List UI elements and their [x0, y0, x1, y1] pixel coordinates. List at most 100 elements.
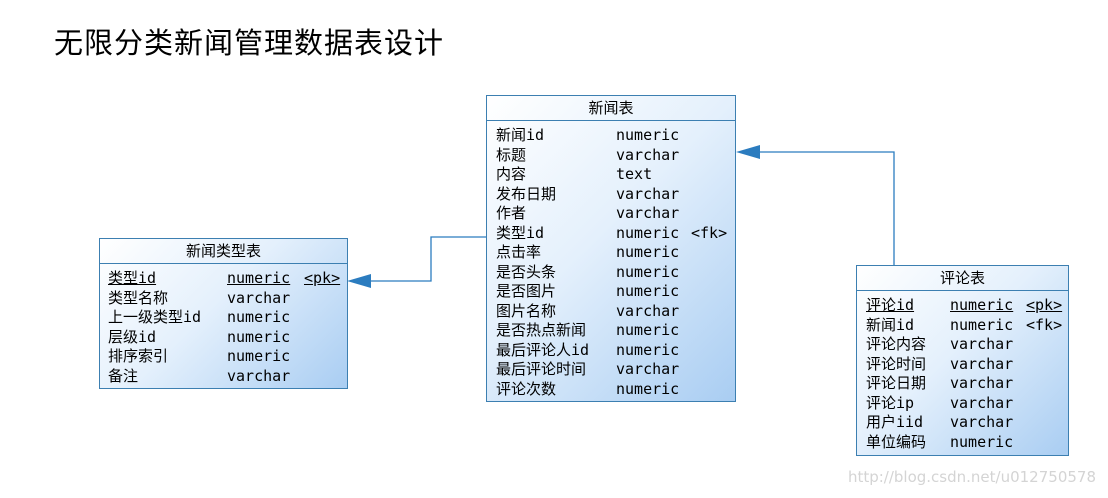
field-type: numeric: [616, 262, 680, 281]
field-row: 评论次数 numeric: [487, 380, 735, 400]
field-type: varchar: [950, 393, 1014, 412]
field-name: 备注: [108, 366, 139, 385]
field-type: varchar: [616, 145, 680, 164]
field-name: 上一级类型id: [108, 308, 202, 326]
field-name: 单位编码: [866, 432, 927, 451]
field-name: 新闻id: [866, 315, 915, 334]
field-name: 评论时间: [866, 354, 927, 373]
field-type: varchar: [616, 360, 680, 378]
field-name: 评论id: [866, 296, 915, 314]
field-type: varchar: [227, 366, 291, 385]
field-type: numeric: [227, 269, 291, 287]
field-name: 作者: [496, 204, 527, 222]
field-name: 内容: [496, 165, 527, 183]
field-key: <pk>: [1026, 296, 1063, 314]
field-name: 是否图片: [496, 282, 557, 300]
entity-comment[interactable]: 评论表 评论id numeric <pk> 新闻id numeric <fk> 评论内容 va…: [856, 265, 1069, 456]
field-type: numeric: [616, 223, 680, 242]
field-name: 标题: [496, 145, 527, 164]
field-row: 排序索引 numeric: [100, 347, 347, 367]
arrowhead-news: [736, 145, 760, 159]
field-row: 发布日期 varchar: [487, 185, 735, 205]
field-name: 发布日期: [496, 184, 557, 203]
arrowhead-news-type: [347, 274, 371, 288]
field-name: 是否热点新闻: [496, 321, 587, 339]
entity-news[interactable]: 新闻表 新闻id numeric 标题 varchar 内容 text 发布日期 varcha…: [486, 95, 736, 402]
field-name: 是否头条: [496, 262, 557, 281]
field-type: varchar: [950, 335, 1014, 353]
diagram-title: 无限分类新闻管理数据表设计: [54, 26, 445, 60]
field-type: numeric: [227, 308, 291, 326]
field-type: numeric: [227, 347, 291, 365]
field-type: varchar: [950, 354, 1014, 373]
field-row: 内容 text: [487, 165, 735, 185]
field-row: 是否图片 numeric: [487, 282, 735, 302]
field-row: 上一级类型id numeric: [100, 308, 347, 328]
entity-news-type-header: 新闻类型表: [100, 239, 347, 264]
field-row: 新闻id numeric <fk>: [857, 316, 1068, 336]
field-type: varchar: [616, 184, 680, 203]
field-name: 新闻id: [496, 126, 545, 144]
entity-comment-header: 评论表: [857, 266, 1068, 291]
field-name: 评论ip: [866, 393, 915, 412]
field-type: varchar: [950, 413, 1014, 431]
watermark-url: http://blog.csdn.net/u012750578: [847, 468, 1096, 486]
field-row: 备注 varchar: [100, 367, 347, 387]
field-name: 最后评论时间: [496, 360, 587, 378]
field-type: numeric: [950, 296, 1014, 314]
field-row: 类型名称 varchar: [100, 289, 347, 309]
field-key: <fk>: [691, 223, 728, 242]
field-type: numeric: [227, 327, 291, 346]
field-row: 类型id numeric <pk>: [100, 269, 347, 289]
field-row: 图片名称 varchar: [487, 302, 735, 322]
connector-comment-to-news: [756, 151, 895, 265]
field-row: 点击率 numeric: [487, 243, 735, 263]
field-type: varchar: [950, 374, 1014, 392]
field-type: text: [616, 165, 653, 183]
field-name: 用户iid: [866, 413, 924, 431]
field-row: 是否头条 numeric: [487, 263, 735, 283]
field-key: <pk>: [304, 269, 341, 287]
field-row: 单位编码 numeric: [857, 433, 1068, 453]
field-name: 图片名称: [496, 301, 557, 320]
field-name: 层级id: [108, 327, 157, 346]
field-key: <fk>: [1026, 315, 1063, 334]
field-name: 类型名称: [108, 288, 169, 307]
field-type: numeric: [616, 243, 680, 261]
field-type: numeric: [616, 126, 680, 144]
field-row: 评论ip varchar: [857, 394, 1068, 414]
field-name: 最后评论人id: [496, 340, 590, 359]
field-type: numeric: [616, 379, 680, 398]
field-name: 类型id: [496, 223, 545, 242]
field-row: 评论日期 varchar: [857, 374, 1068, 394]
field-row: 用户iid varchar: [857, 413, 1068, 433]
field-row: 评论时间 varchar: [857, 355, 1068, 375]
field-name: 评论次数: [496, 379, 557, 398]
field-row: 评论id numeric <pk>: [857, 296, 1068, 316]
entity-comment-fields: 评论id numeric <pk> 新闻id numeric <fk> 评论内容 varcha…: [857, 291, 1068, 452]
field-type: numeric: [616, 282, 680, 300]
entity-news-type[interactable]: 新闻类型表 类型id numeric <pk> 类型名称 varchar 上一级类型id n…: [99, 238, 348, 389]
field-name: 类型id: [108, 269, 157, 287]
field-name: 排序索引: [108, 347, 169, 365]
entity-news-header: 新闻表: [487, 96, 735, 121]
field-type: numeric: [950, 432, 1014, 451]
field-name: 评论日期: [866, 374, 927, 392]
field-name: 评论内容: [866, 335, 927, 353]
field-row: 新闻id numeric: [487, 126, 735, 146]
field-type: numeric: [950, 315, 1014, 334]
field-row: 标题 varchar: [487, 146, 735, 166]
field-type: varchar: [616, 301, 680, 320]
field-type: varchar: [227, 288, 291, 307]
field-row: 评论内容 varchar: [857, 335, 1068, 355]
field-row: 类型id numeric <fk>: [487, 224, 735, 244]
field-name: 点击率: [496, 243, 542, 261]
field-row: 最后评论时间 varchar: [487, 360, 735, 380]
connector-news-to-news-type: [366, 236, 486, 282]
entity-news-type-fields: 类型id numeric <pk> 类型名称 varchar 上一级类型id numeric…: [100, 264, 347, 386]
